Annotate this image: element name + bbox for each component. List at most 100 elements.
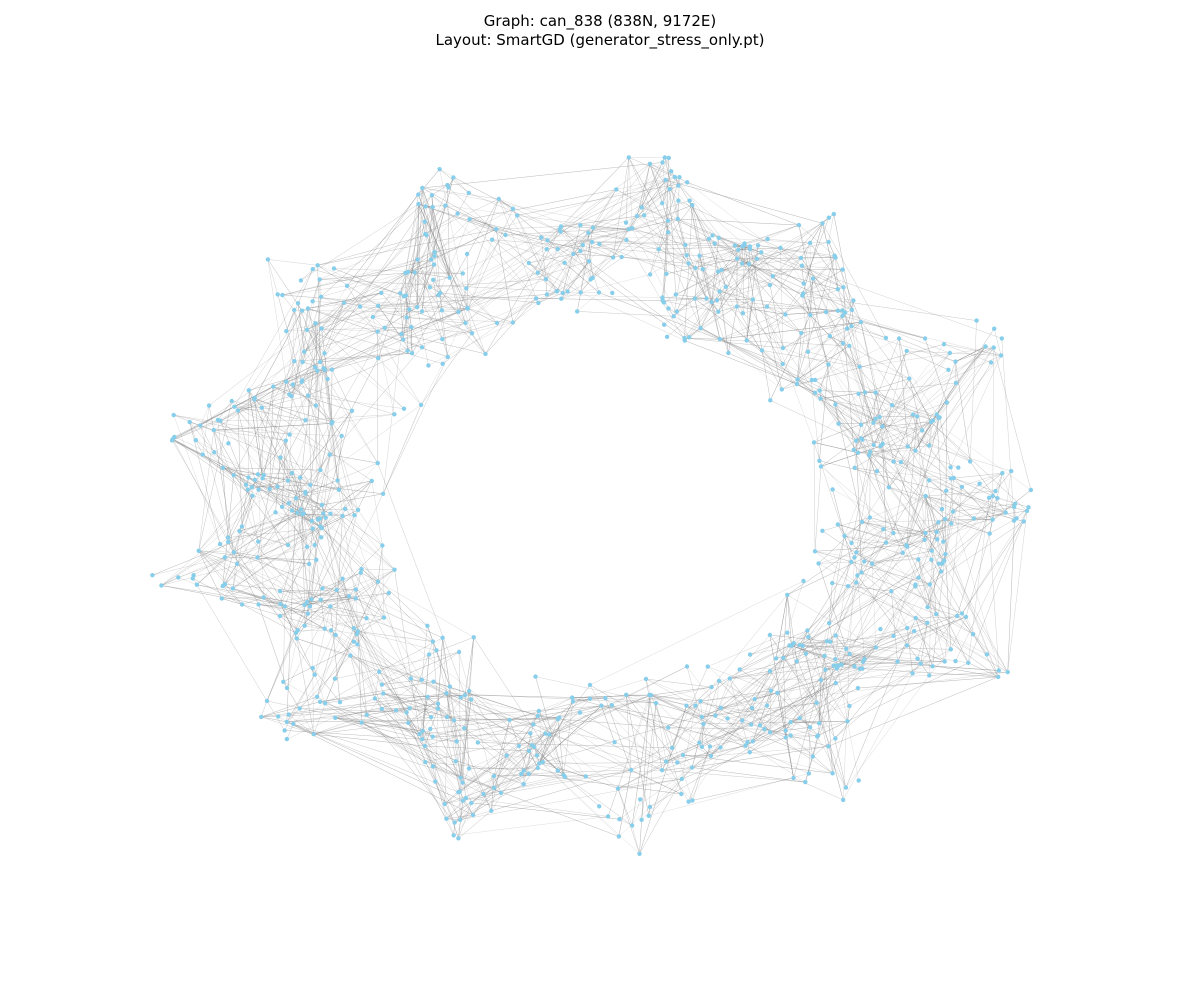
graph-edge [772,257,802,277]
graph-edge [751,670,771,709]
graph-edge [906,350,1002,356]
graph-edge [649,200,679,275]
graph-edge [632,228,696,269]
graph-edge [862,521,926,534]
graph-edge [196,557,226,585]
graph-edge [871,563,877,648]
graph-edge [686,705,702,718]
graph-node [791,775,796,781]
graph-edge [471,802,620,820]
graph-edge [462,769,632,801]
graph-edge [381,292,412,328]
graph-edge [766,645,792,706]
graph-edge [546,294,695,299]
graph-node [718,705,723,710]
graph-edge [456,741,492,811]
graph-node [959,484,965,490]
graph-edge [844,535,873,564]
graph-edge [842,673,913,801]
graph-edge [875,392,940,418]
graph-edge [912,382,957,415]
graph-edge [509,698,591,721]
graph-node [297,706,302,711]
graph-edge [872,550,932,564]
graph-edge [283,681,321,703]
graph-edge [790,645,908,723]
graph-edge [741,248,751,264]
graph-edge [739,645,790,670]
graph-edge [233,479,256,553]
graph-edge [321,305,379,329]
graph-edge [257,504,323,558]
graph-node [923,530,928,536]
graph-edge [809,242,844,288]
graph-node [714,298,720,303]
graph-edge [560,231,583,246]
graph-node [734,256,740,261]
graph-edge [269,488,306,493]
graph-edge [464,695,470,769]
graph-edge [333,268,404,297]
graph-node [534,753,540,758]
graph-node [427,285,433,290]
graph-node [669,169,674,174]
graph-edge [931,518,975,551]
graph-node [407,706,412,711]
graph-edge [761,283,804,351]
graph-edge [317,265,321,363]
graph-edge [625,157,630,223]
graph-node [799,330,804,336]
graph-edge [796,383,862,426]
graph-node [916,575,921,580]
graph-edge [906,421,932,546]
graph-edge [694,298,737,307]
graph-edge [632,228,686,246]
graph-edge [626,694,669,728]
graph-edge [835,529,884,636]
graph-node [159,583,164,588]
graph-edge [913,402,947,415]
graph-edge [925,496,943,564]
graph-edge [547,240,715,244]
graph-edge [822,223,887,339]
graph-edge [882,443,908,447]
graph-edge [689,200,704,270]
graph-edge [435,703,439,782]
graph-edge [601,705,693,801]
graph-edge [414,272,441,294]
graph-node [510,206,516,211]
graph-node [629,823,635,828]
graph-edge [232,526,321,589]
graph-node [290,382,296,387]
graph-edge [844,535,887,543]
graph-edge [662,300,719,312]
graph-edge [802,269,843,296]
graph-edge [434,256,449,357]
graph-edge [854,542,887,558]
graph-edge [658,177,680,250]
graph-edge [625,694,632,771]
graph-edge [744,224,799,246]
graph-node [718,745,723,750]
graph-edge [546,189,617,295]
graph-edge [814,379,975,519]
graph-edge [684,205,693,339]
graph-edge [466,288,498,324]
graph-edge [936,490,947,533]
graph-edge [316,631,359,697]
graph-edge [822,223,839,290]
graph-node [317,359,323,365]
graph-edge [695,267,719,312]
graph-edge [769,732,833,774]
graph-edge [279,615,298,631]
graph-edge [803,269,843,294]
graph-edge [248,390,337,591]
graph-edge [422,162,663,189]
graph-edge [403,322,466,340]
graph-edge [590,218,678,280]
graph-edge [512,248,558,323]
graph-edge [286,698,376,740]
graph-edge [729,678,822,681]
graph-edge [676,252,762,312]
